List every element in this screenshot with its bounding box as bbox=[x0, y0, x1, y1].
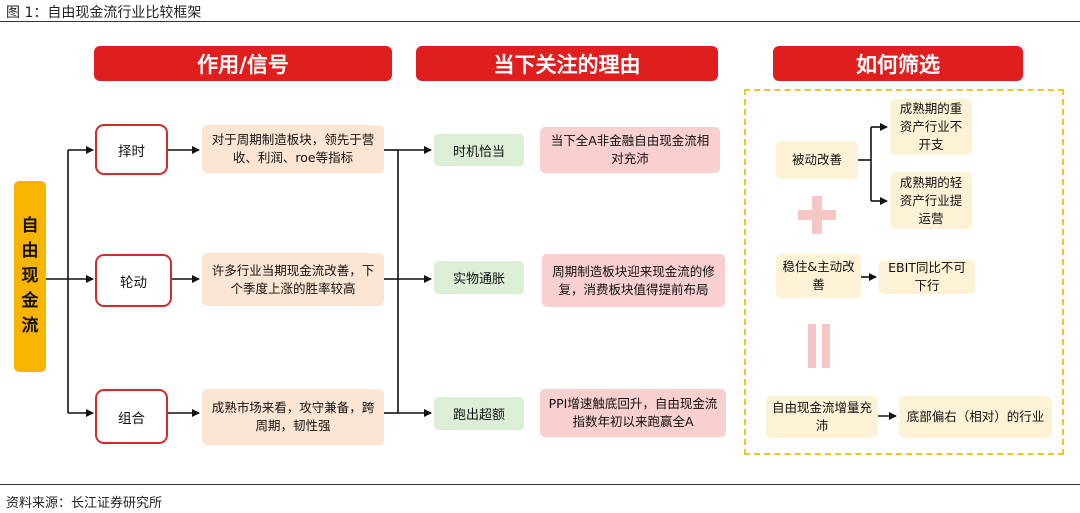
screen-passive-light: 成熟期的轻资产行业提运营 bbox=[890, 172, 972, 229]
plus-icon-vertical bbox=[812, 196, 822, 234]
reason-detail-excess: PPI增速触底回升，自由现金流指数年初以来跑赢全A bbox=[540, 389, 726, 437]
screening-panel bbox=[744, 89, 1064, 455]
screen-result: 自由现金流增量充沛 bbox=[766, 396, 878, 438]
screen-passive-heavy: 成熟期的重资产行业不开支 bbox=[890, 99, 972, 155]
detail-timing: 对于周期制造板块，领先于营收、利润、roe等指标 bbox=[202, 125, 384, 173]
top-rule bbox=[0, 21, 1080, 22]
equals-icon-right bbox=[822, 324, 830, 368]
screen-result-industry: 底部偏右（相对）的行业 bbox=[899, 396, 1052, 438]
bottom-rule bbox=[0, 484, 1080, 485]
reason-inflation: 实物通胀 bbox=[434, 261, 524, 294]
detail-portfolio: 成熟市场来看，攻守兼备，跨周期，韧性强 bbox=[202, 389, 384, 445]
screen-passive: 被动改善 bbox=[776, 141, 858, 179]
screen-active: 稳住&主动改善 bbox=[776, 254, 861, 298]
reason-excess: 跑出超额 bbox=[434, 397, 524, 430]
reason-detail-timing: 当下全A非金融自由现金流相对充沛 bbox=[540, 127, 720, 173]
detail-rotation: 许多行业当期现金流改善，下个季度上涨的胜率较高 bbox=[202, 253, 384, 306]
reason-detail-inflation: 周期制造板块迎来现金流的修复，消费板块值得提前布局 bbox=[542, 254, 725, 307]
branch-rotation: 轮动 bbox=[95, 254, 172, 307]
header-filter: 如何筛选 bbox=[773, 46, 1023, 81]
figure-source: 资料来源：长江证券研究所 bbox=[6, 496, 163, 511]
reason-timing: 时机恰当 bbox=[434, 134, 524, 166]
equals-icon-left bbox=[808, 324, 816, 368]
header-role: 作用/信号 bbox=[94, 46, 392, 81]
branch-timing: 择时 bbox=[95, 124, 168, 175]
root-node: 自由现金流 bbox=[14, 181, 46, 372]
branch-portfolio: 组合 bbox=[95, 389, 168, 444]
header-reason: 当下关注的理由 bbox=[416, 46, 718, 81]
figure-title: 图 1：自由现金流行业比较框架 bbox=[6, 5, 202, 21]
screen-ebit: EBIT同比不可下行 bbox=[879, 260, 975, 294]
